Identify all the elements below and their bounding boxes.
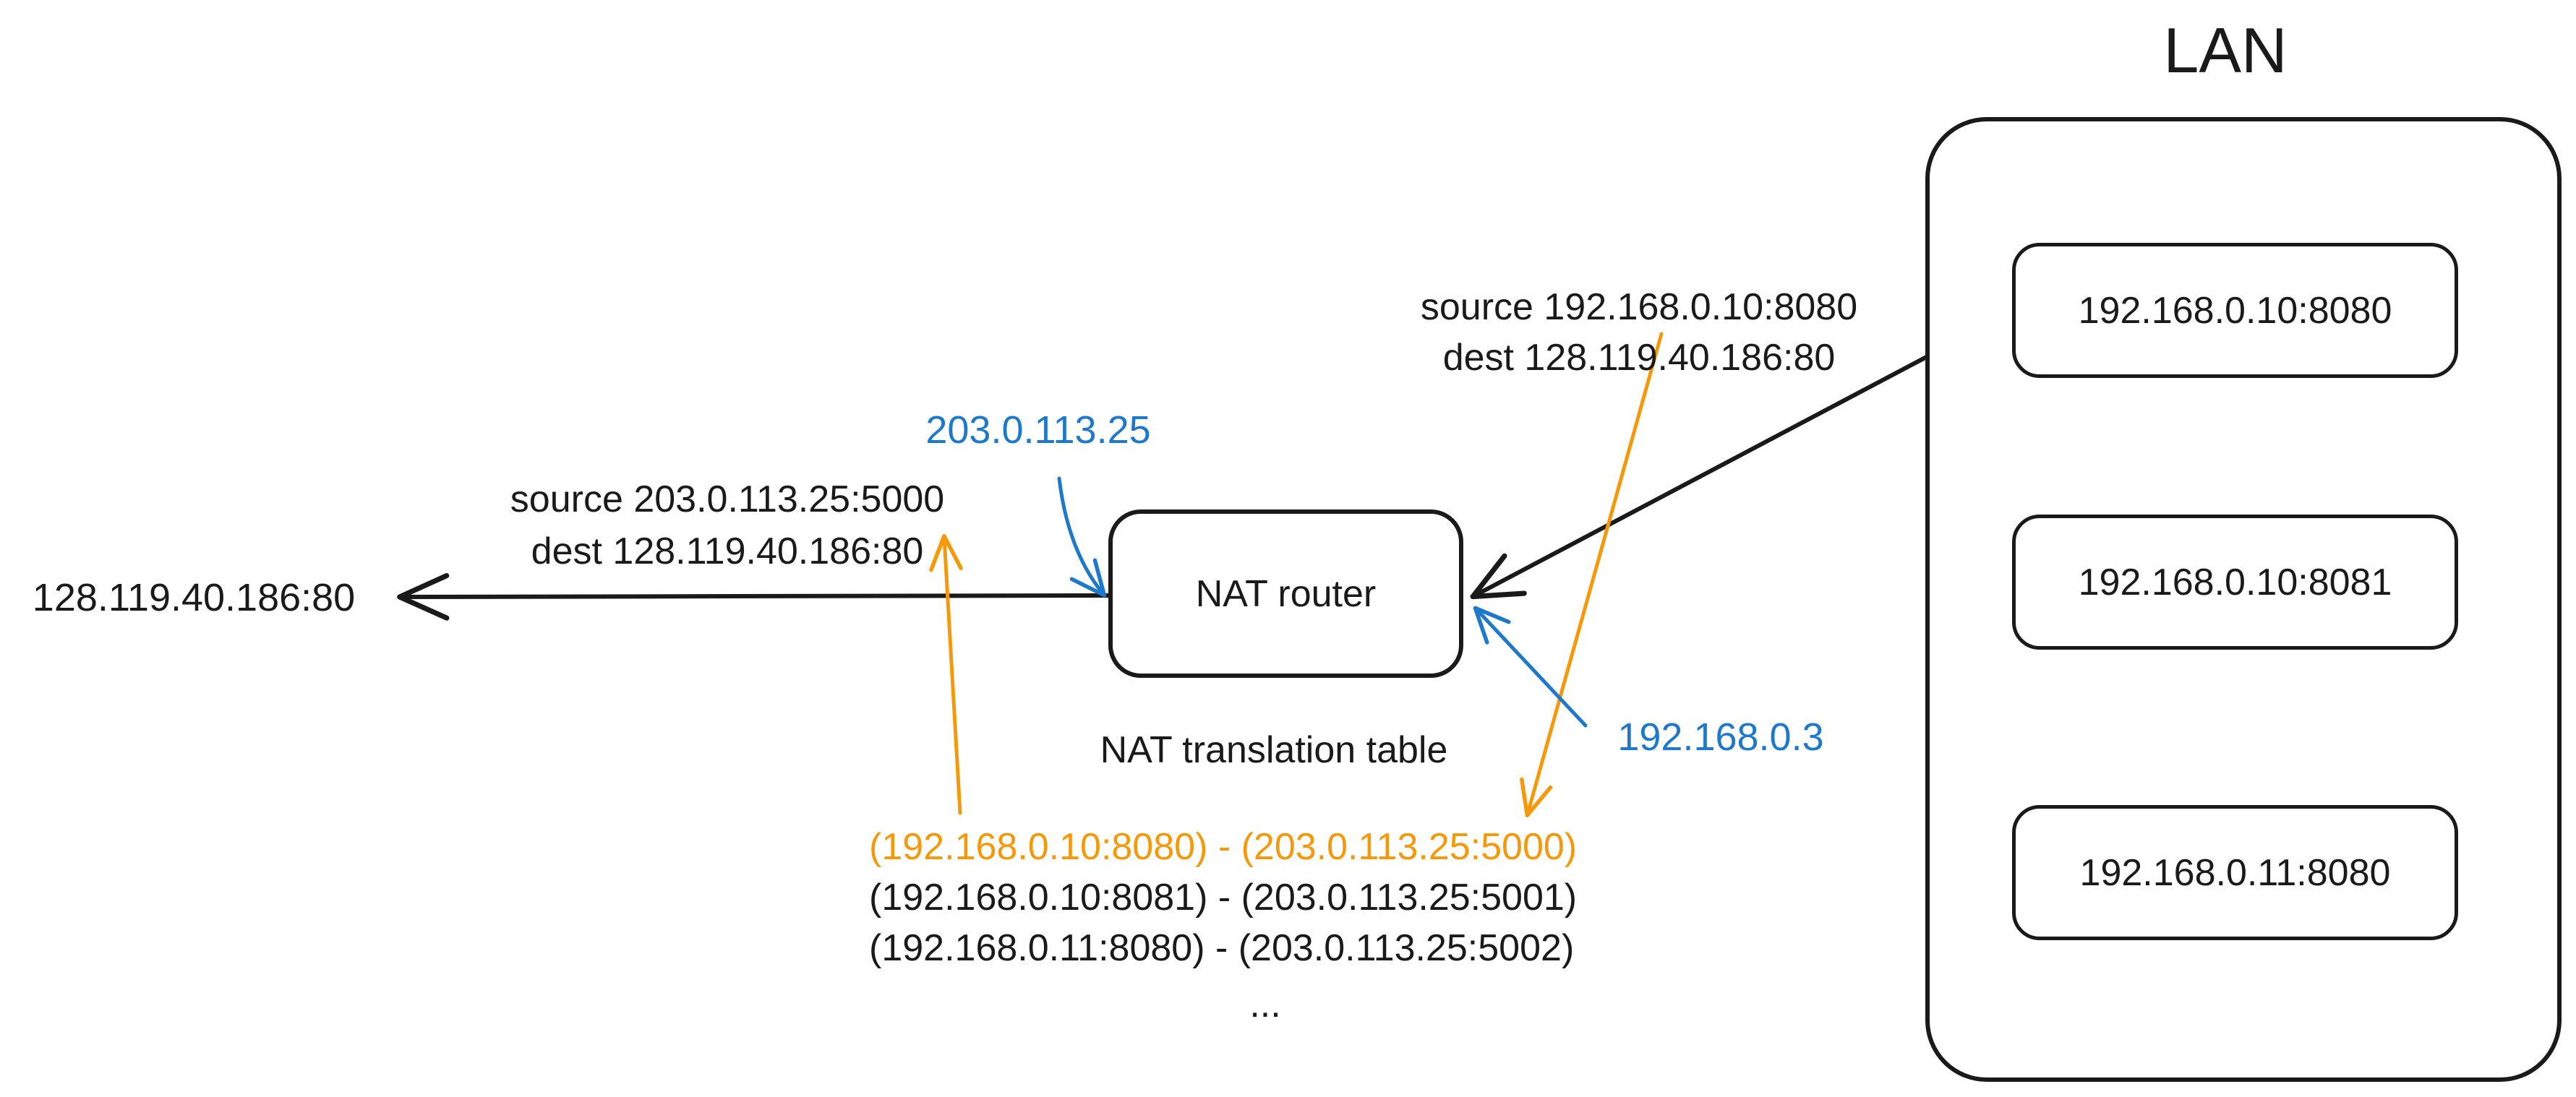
outbound-packet-label: source 203.0.113.25:5000 dest 128.119.40…	[510, 473, 944, 577]
lan-host-box: 192.168.0.11:8080	[2012, 805, 2458, 940]
nat-table-ellipsis: ...	[1249, 984, 1281, 1025]
router-lan-ip-label: 192.168.0.3	[1617, 715, 1824, 759]
nat-table-row: (192.168.0.11:8080) - (203.0.113.25:5002…	[869, 927, 1575, 969]
inbound-packet-label: source 192.168.0.10:8080 dest 128.119.40…	[1421, 282, 1857, 383]
outbound-packet-dest: dest 128.119.40.186:80	[531, 530, 924, 572]
router-wan-ip-label: 203.0.113.25	[925, 408, 1151, 452]
wan-ip-arrow	[1057, 476, 1107, 598]
table-to-packet-arrow	[929, 533, 963, 815]
outbound-packet-source: source 203.0.113.25:5000	[510, 478, 945, 520]
nat-router-box: NAT router	[1108, 509, 1463, 678]
inbound-packet-source: source 192.168.0.10:8080	[1420, 286, 1858, 328]
lan-host-box: 192.168.0.10:8080	[2012, 243, 2458, 378]
lan-host-address: 192.168.0.10:8081	[2078, 561, 2392, 603]
lan-ip-arrow	[1473, 606, 1588, 728]
internet-host-label: 128.119.40.186:80	[32, 576, 356, 619]
lan-host-box: 192.168.0.10:8081	[2012, 515, 2458, 650]
nat-table-row: (192.168.0.10:8081) - (203.0.113.25:5001…	[869, 877, 1578, 919]
nat-table-title: NAT translation table	[1100, 729, 1448, 771]
lan-host-address: 192.168.0.10:8080	[2078, 289, 2392, 332]
inbound-packet-dest: dest 128.119.40.186:80	[1442, 337, 1836, 379]
inbound-arrow	[1470, 311, 2012, 600]
packet-to-table-arrow	[1520, 332, 1664, 817]
lan-label: LAN	[2163, 14, 2288, 86]
outbound-arrow	[397, 573, 1111, 621]
nat-router-label: NAT router	[1195, 572, 1377, 615]
nat-table-row: (192.168.0.10:8080) - (203.0.113.25:5000…	[869, 826, 1578, 868]
lan-host-address: 192.168.0.11:8080	[2079, 851, 2391, 894]
nat-table: (192.168.0.10:8080) - (203.0.113.25:5000…	[869, 822, 1577, 973]
